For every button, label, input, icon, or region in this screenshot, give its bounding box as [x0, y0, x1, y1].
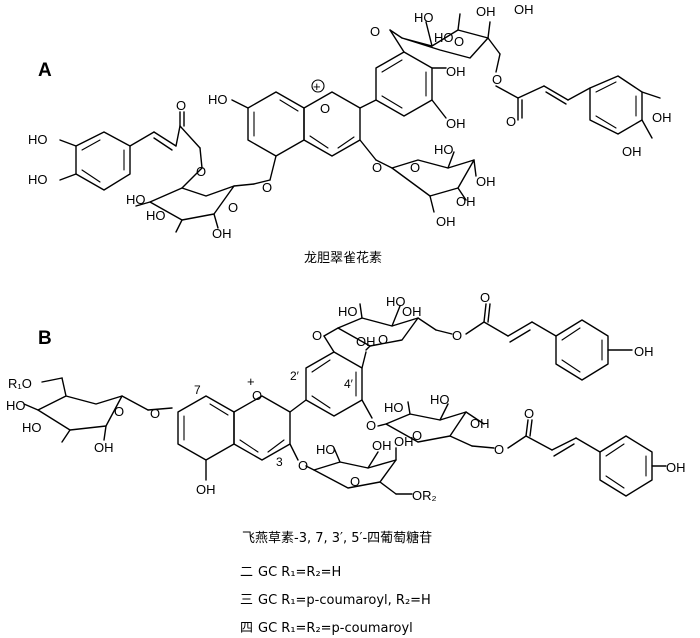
b-top-glc-ring-oxygen: O: [378, 332, 388, 347]
b-ring-hydroxyl-1: OH: [446, 64, 466, 79]
top-glc-hydroxyl-3: HO: [434, 30, 454, 45]
b-c3prime-link-oxygen: O: [312, 328, 322, 343]
position-7: 7: [194, 383, 201, 397]
left-glucose-a: [135, 167, 271, 233]
right-caffeoyl-a: [495, 75, 661, 139]
left-glc-hydroxyl-2: HO: [146, 208, 166, 223]
flavylium-oxygen: O: [320, 101, 330, 116]
cation-charge: +: [313, 79, 321, 94]
right-caffeoyl-carbonyl-oxygen: O: [506, 114, 516, 129]
compound-2-prefix: 二: [240, 565, 253, 580]
left-glc-hydroxyl-1: HO: [126, 192, 146, 207]
b-mid-glc-hydroxyl-2: HO: [430, 392, 450, 407]
compound-2-text: GC R₁=R₂=H: [258, 565, 341, 580]
b-c7-link-oxygen: O: [150, 406, 160, 421]
compound-4-prefix: 四: [240, 621, 253, 636]
r1-oxygen: R₁O: [8, 376, 32, 391]
compound-3-prefix: 三: [240, 593, 253, 608]
b-c5-hydroxyl: OH: [196, 482, 216, 497]
flavylium-core-a: [231, 91, 377, 181]
r2-oxygen: OR₂: [412, 488, 437, 503]
b-ring-a: [375, 29, 447, 119]
b-mid-carbonyl-oxygen: O: [524, 406, 534, 421]
b-left-glc-hydroxyl-3: OH: [94, 440, 114, 455]
compound-list: 二 GC R₁=R₂=H 三 GC R₁=p-coumaroyl, R₂=H 四…: [240, 565, 431, 636]
b-mid-ester-oxygen: O: [494, 442, 504, 457]
c3-glc-hydroxyl-4: OH: [436, 214, 456, 229]
left-glc-hydroxyl-3: OH: [212, 226, 232, 241]
b-c4-hydroxyl: OH: [356, 334, 376, 349]
b-bottom-glc-hydroxyl-2: OH: [372, 438, 392, 453]
b-bottom-glc-hydroxyl-3: OH: [394, 434, 414, 449]
b-left-glc-hydroxyl-1: HO: [6, 398, 26, 413]
b-bottom-glc-ring-oxygen: O: [350, 474, 360, 489]
c3-glc-ring-oxygen: O: [410, 160, 420, 175]
b-ring-link-oxygen: O: [370, 24, 380, 39]
b-top-glc-hydroxyl-2: HO: [386, 294, 406, 309]
position-2prime: 2′: [290, 369, 300, 383]
top-glucose-a: [389, 13, 501, 73]
b-mid-glc-hydroxyl-3: OH: [470, 416, 490, 431]
b-flavylium-oxygen: O: [252, 388, 262, 403]
b-mid-glc-hydroxyl-1: HO: [384, 400, 404, 415]
left-glc-ring-oxygen: O: [228, 200, 238, 215]
b-flavylium-charge: +: [247, 374, 255, 389]
right-caffeoyl-hydroxyl-1: OH: [652, 110, 672, 125]
c3-glucose-a: [375, 151, 477, 213]
position-4prime: 4′: [344, 377, 354, 391]
b-top-glc-hydroxyl-3: OH: [402, 304, 422, 319]
c3-link-oxygen: O: [372, 160, 382, 175]
b-bottom-glucose: [305, 447, 413, 495]
left-caffeoyl-carbonyl-oxygen: O: [176, 98, 186, 113]
left-glc-ester-oxygen: O: [196, 164, 206, 179]
b-left-glucose: [23, 377, 173, 443]
right-caffeoyl-hydroxyl-2: OH: [622, 144, 642, 159]
panel-b-caption: 飞燕草素-3, 7, 3′, 5′-四葡萄糖苷: [242, 530, 432, 546]
c3-glc-hydroxyl-1: HO: [434, 142, 454, 157]
b-ring-hydroxyl-2: OH: [446, 116, 466, 131]
b-c3-link-oxygen: O: [298, 458, 308, 473]
b-top-phenol-hydroxyl: OH: [634, 344, 654, 359]
panel-a-label: A: [38, 60, 52, 81]
panel-a: A + O HO: [28, 2, 672, 266]
top-glc-hydroxyl-1: HO: [414, 10, 434, 25]
b-top-ester-oxygen: O: [452, 328, 462, 343]
compound-4-text: GC R₁=R₂=p-coumaroyl: [258, 621, 413, 636]
b-mid-glucose: [377, 401, 667, 497]
left-caffeoyl-hydroxyl-1: HO: [28, 132, 48, 147]
top-glc-ring-oxygen: O: [454, 34, 464, 49]
top-glc-hydroxyl-4: OH: [514, 2, 534, 17]
b-bottom-glc-hydroxyl-1: HO: [316, 442, 336, 457]
b-top-carbonyl-oxygen: O: [480, 290, 490, 305]
c3-glc-hydroxyl-2: OH: [476, 174, 496, 189]
left-caffeoyl-hydroxyl-2: HO: [28, 172, 48, 187]
position-3: 3: [276, 455, 283, 469]
b-left-glc-hydroxyl-2: HO: [22, 420, 42, 435]
c5-link-oxygen: O: [262, 180, 272, 195]
c3-glc-hydroxyl-3: OH: [456, 194, 476, 209]
left-caffeoyl-a: [59, 111, 203, 191]
b-top-glucose: [323, 303, 633, 381]
b-mid-glc-ring-oxygen: O: [412, 428, 422, 443]
b-b-ring: [305, 335, 373, 419]
panel-b: B R₁O HO HO OH O O 7: [6, 290, 686, 636]
b-mid-phenol-hydroxyl: OH: [666, 460, 686, 475]
c7-hydroxyl: HO: [208, 92, 228, 107]
b-left-glc-ring-oxygen: O: [114, 404, 124, 419]
panel-b-label: B: [38, 328, 52, 349]
top-glc-hydroxyl-2: OH: [476, 4, 496, 19]
b-top-glc-hydroxyl-1: HO: [338, 304, 358, 319]
top-glc-ester-oxygen: O: [492, 72, 502, 87]
panel-a-caption: 龙胆翠雀花素: [304, 250, 382, 266]
b-c5prime-link-oxygen: O: [366, 418, 376, 433]
b-flavylium-core: [177, 395, 307, 481]
compound-3-text: GC R₁=p-coumaroyl, R₂=H: [258, 593, 431, 608]
